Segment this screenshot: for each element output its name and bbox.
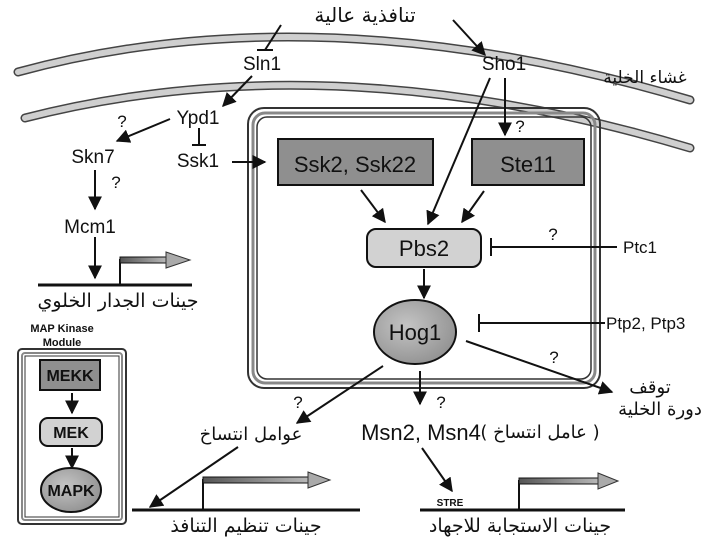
osmo-promoter	[202, 479, 310, 509]
ssk2-ssk22-box	[277, 138, 434, 186]
mapk-ellipse	[40, 467, 102, 513]
cell-cycle-arrest-label-2: دورة الخلية	[618, 399, 702, 420]
hog1-label: Hog1	[389, 320, 442, 345]
arrow-sln1-ypd1	[222, 75, 253, 108]
mapk-label: MAPK	[47, 483, 95, 500]
transcription-factor-paren-label: ( عامل انتساخ )	[480, 422, 599, 443]
arrow-ssk2-pbs2	[360, 189, 386, 224]
map-kinase-module: MAP Kinase Module MEKK MEK MAPK	[17, 323, 127, 525]
ssk2-ssk22-label: Ssk2, Ssk22	[294, 152, 416, 177]
stre-label: STRE	[437, 498, 464, 509]
pbs2-box	[366, 228, 482, 268]
question-ptc1: ?	[548, 225, 557, 244]
arrow-hog1-tfs	[295, 365, 384, 424]
question-hog1-tfs: ?	[293, 393, 302, 412]
osmo-transcript-arrowhead	[307, 471, 332, 489]
ssk1-label: Ssk1	[177, 151, 219, 172]
mek-box	[39, 417, 103, 447]
question-skn7-mcm1: ?	[111, 173, 120, 192]
skn7-label: Skn7	[71, 147, 114, 168]
membrane-label: غشاء الخلية	[603, 68, 686, 88]
question-hog1-msn: ?	[436, 393, 445, 412]
arrow-tfs-osmo-genes	[148, 446, 239, 508]
ypd1-label: Ypd1	[177, 108, 220, 129]
hog1-ellipse	[373, 299, 457, 365]
mekk-box	[39, 359, 101, 391]
mapk-module-title-2: Module	[43, 337, 82, 349]
cell-wall-promoter	[119, 259, 168, 284]
mekk-label: MEKK	[46, 368, 94, 385]
pbs2-label: Pbs2	[399, 236, 449, 261]
stress-genes-label: جينات الاستجابة للاجهاد	[429, 515, 611, 537]
cell-wall-genes-label: جينات الجدار الخلوي	[37, 290, 198, 312]
ptp2-ptp3-label: Ptp2, Ptp3	[606, 314, 685, 333]
question-hog1-cell-cycle: ?	[549, 348, 558, 367]
cell-wall-transcript-arrowhead	[165, 251, 192, 269]
stress-transcript-bar	[518, 477, 602, 485]
question-ypd1-skn7: ?	[117, 112, 126, 131]
ste11-label: Ste11	[500, 152, 556, 177]
cell-wall-transcript-bar	[119, 256, 169, 264]
osmo-genes-label: جينات تنظيم التنافذ	[170, 515, 321, 537]
mek-label: MEK	[53, 425, 89, 442]
msn2-msn4-label: Msn2, Msn4	[361, 420, 481, 445]
sho1-label: Sho1	[482, 54, 526, 75]
transcription-factors-label: عوامل انتساخ	[200, 424, 303, 445]
ptc1-label: Ptc1	[623, 238, 657, 257]
sln1-label: Sln1	[243, 54, 281, 75]
cell-cycle-arrest-label-1: توقف	[629, 377, 671, 398]
mapk-module-title-1: MAP Kinase	[30, 323, 93, 335]
arrow-ste11-pbs2	[461, 190, 485, 224]
mcm1-label: Mcm1	[64, 217, 116, 238]
stress-transcript-arrowhead	[597, 472, 620, 490]
arrow-msn-stre	[421, 447, 453, 493]
arrow-sho1-pbs2	[426, 77, 491, 226]
ste11-box	[471, 138, 585, 186]
high-osmolarity-label: تنافذية عالية	[314, 3, 415, 27]
inhibit-line-sln1	[264, 24, 282, 51]
arrow-osmo-sho1	[452, 19, 486, 57]
question-sho1-ste11: ?	[515, 117, 524, 136]
arrow-ypd1-skn7	[115, 118, 171, 143]
stress-promoter	[518, 480, 600, 509]
arrow-hog1-cell-cycle	[465, 340, 614, 395]
cell-membrane	[13, 32, 695, 153]
osmo-transcript-bar	[202, 476, 312, 484]
